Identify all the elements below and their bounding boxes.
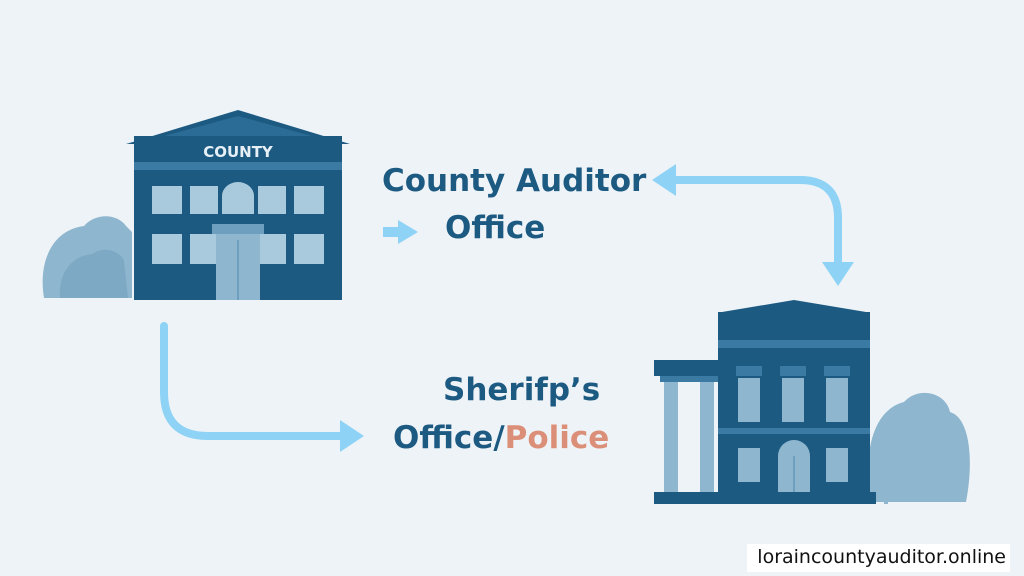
sheriff-label-line1: Sherifp’s — [443, 372, 601, 408]
sheriff-label-line2: Office/Police — [393, 420, 609, 456]
right-shrub — [868, 392, 970, 502]
auditor-label-line1: County Auditor — [382, 163, 647, 199]
arrowhead-left — [652, 164, 676, 196]
arrowhead-down — [822, 262, 854, 286]
left-shrub — [42, 216, 132, 298]
double-arrow — [664, 176, 842, 266]
county-building — [126, 110, 350, 300]
courthouse-building — [654, 300, 894, 504]
arrowhead-right — [340, 420, 364, 452]
auditor-label-line2: Office — [445, 210, 546, 246]
curved-arrow — [160, 322, 348, 440]
small-right-arrow — [383, 220, 418, 244]
watermark: loraincountyauditor.online — [747, 544, 1010, 572]
sheriff-label-accent: Police — [504, 420, 610, 456]
county-sign: COUNTY — [203, 143, 274, 161]
sheriff-label-prefix: Office/ — [393, 420, 505, 456]
